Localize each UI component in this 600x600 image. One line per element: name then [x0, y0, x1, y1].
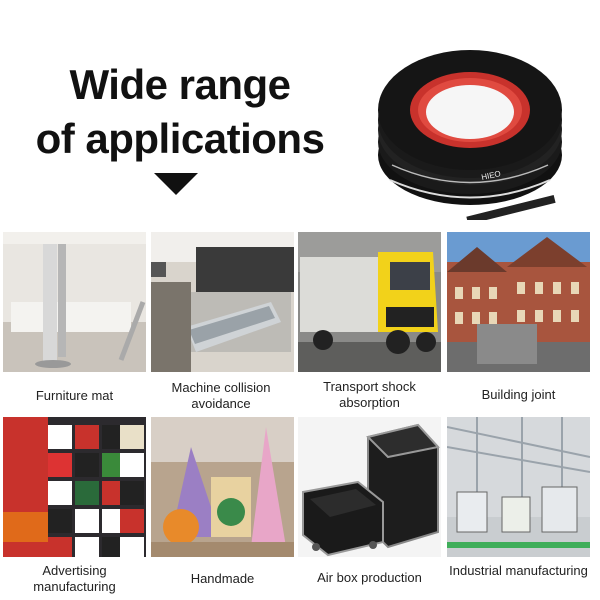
handmade-photo	[151, 417, 294, 557]
headline-line-2: of applications	[35, 115, 325, 162]
caption-furniture-mat: Furniture mat	[35, 388, 114, 403]
caption-machine-collision: Machine collision avoidance	[171, 380, 271, 411]
caption-handmade: Handmade	[190, 571, 255, 586]
caption-air-box: Air box production	[317, 570, 422, 585]
air-box-photo	[298, 417, 441, 557]
headline-line-1: Wide range	[69, 61, 292, 108]
down-arrow-icon	[154, 173, 198, 195]
industrial-photo	[447, 417, 590, 557]
foam-tape-roll-image: HIEO	[370, 30, 570, 225]
caption-industrial: Industrial manufacturing	[449, 563, 588, 578]
caption-transport-shock: Transport shock absorption	[323, 379, 416, 410]
machine-collision-photo	[151, 232, 294, 372]
advertising-photo	[3, 417, 146, 557]
caption-advertising: Advertising manufacturing	[33, 563, 116, 594]
building-joint-photo	[447, 232, 590, 372]
caption-building-joint: Building joint	[481, 387, 556, 402]
truck-photo	[298, 232, 441, 372]
furniture-mat-photo	[3, 232, 146, 372]
tape-brand-text: HIEO	[481, 169, 502, 182]
headline: Wide range of applications	[10, 58, 350, 166]
